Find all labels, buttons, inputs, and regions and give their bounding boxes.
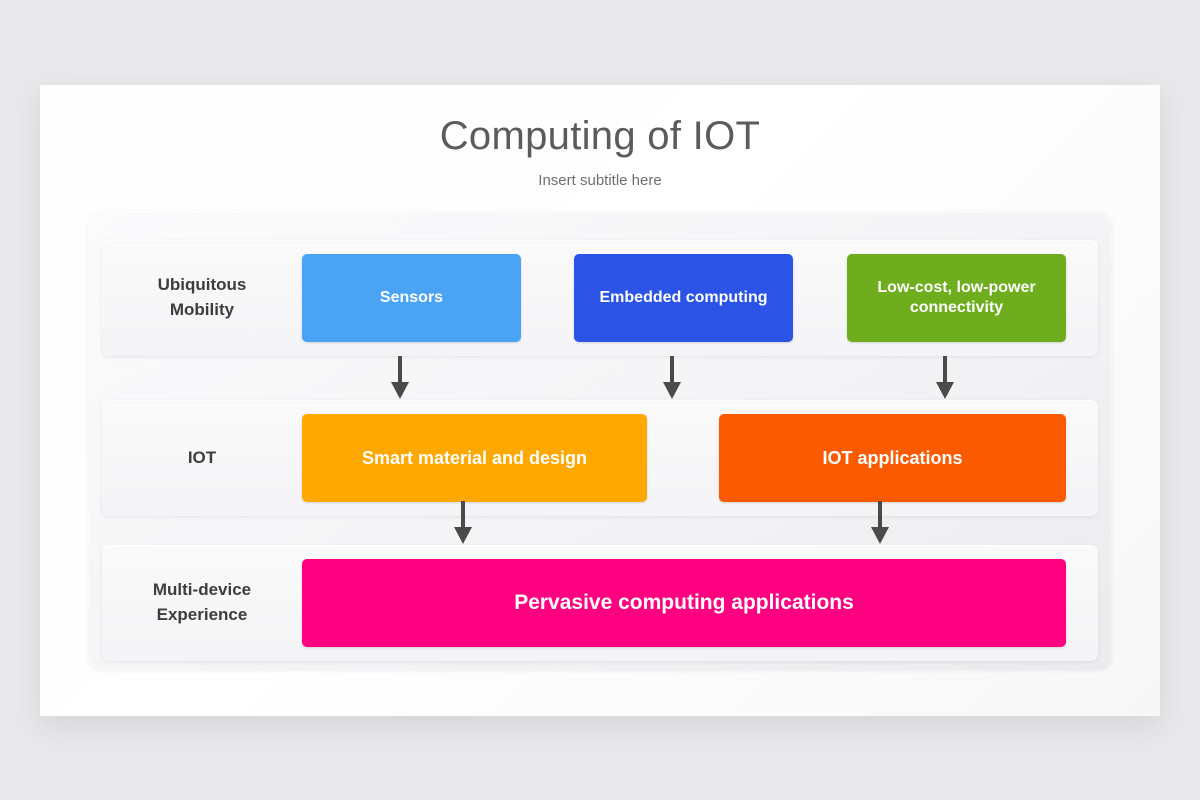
down-arrow-icon xyxy=(454,501,472,544)
row-label-ubiquitous-mobility: Ubiquitous Mobility xyxy=(102,240,302,356)
slide-canvas: Computing of IOT Insert subtitle here Ub… xyxy=(40,85,1160,716)
node-iot-applications[interactable]: IOT applications xyxy=(719,414,1066,502)
row-nodes-multi-device-experience: Pervasive computing applications xyxy=(302,545,1098,661)
diagram-container: Ubiquitous Mobility Sensors Embedded com… xyxy=(88,211,1112,670)
row-label-iot: IOT xyxy=(187,447,217,467)
row-label-line-1: Ubiquitous xyxy=(157,275,247,295)
connector-smart-material-to-pervasive xyxy=(452,501,474,545)
row-label-line-1: Multi-device xyxy=(152,580,252,600)
row-label-line-2: Experience xyxy=(156,605,248,624)
down-arrow-icon xyxy=(936,356,954,399)
page-title: Computing of IOT xyxy=(439,114,761,158)
down-arrow-icon xyxy=(871,501,889,544)
row-label-line-2: Mobility xyxy=(169,300,235,319)
connector-connectivity-to-iot-applications xyxy=(934,356,956,400)
node-sensors[interactable]: Sensors xyxy=(302,254,521,342)
diagram-row-ubiquitous-mobility: Ubiquitous Mobility Sensors Embedded com… xyxy=(102,240,1098,356)
connector-sensors-to-smart-material xyxy=(389,356,411,400)
diagram-row-multi-device-experience: Multi-device Experience Pervasive comput… xyxy=(102,545,1098,661)
slide-subtitle: Insert subtitle here xyxy=(538,172,662,189)
row-nodes-iot: Smart material and design IOT applicatio… xyxy=(302,400,1098,516)
down-arrow-icon xyxy=(663,356,681,399)
slide-heading: Computing of IOT Insert subtitle here xyxy=(40,85,1160,189)
node-low-cost-low-power-connectivity[interactable]: Low-cost, low-power connectivity xyxy=(847,254,1066,342)
connector-iot-applications-to-pervasive xyxy=(869,501,891,545)
row-label-multi-device-experience: Multi-device Experience xyxy=(102,545,302,661)
row-nodes-ubiquitous-mobility: Sensors Embedded computing Low-cost, low… xyxy=(302,240,1098,356)
connector-embedded-computing-to-iot xyxy=(661,356,683,400)
diagram-row-iot: IOT Smart material and design IOT applic… xyxy=(102,400,1098,516)
node-embedded-computing[interactable]: Embedded computing xyxy=(574,254,793,342)
node-smart-material-and-design[interactable]: Smart material and design xyxy=(302,414,647,502)
down-arrow-icon xyxy=(391,356,409,399)
node-pervasive-computing-applications[interactable]: Pervasive computing applications xyxy=(302,559,1066,647)
